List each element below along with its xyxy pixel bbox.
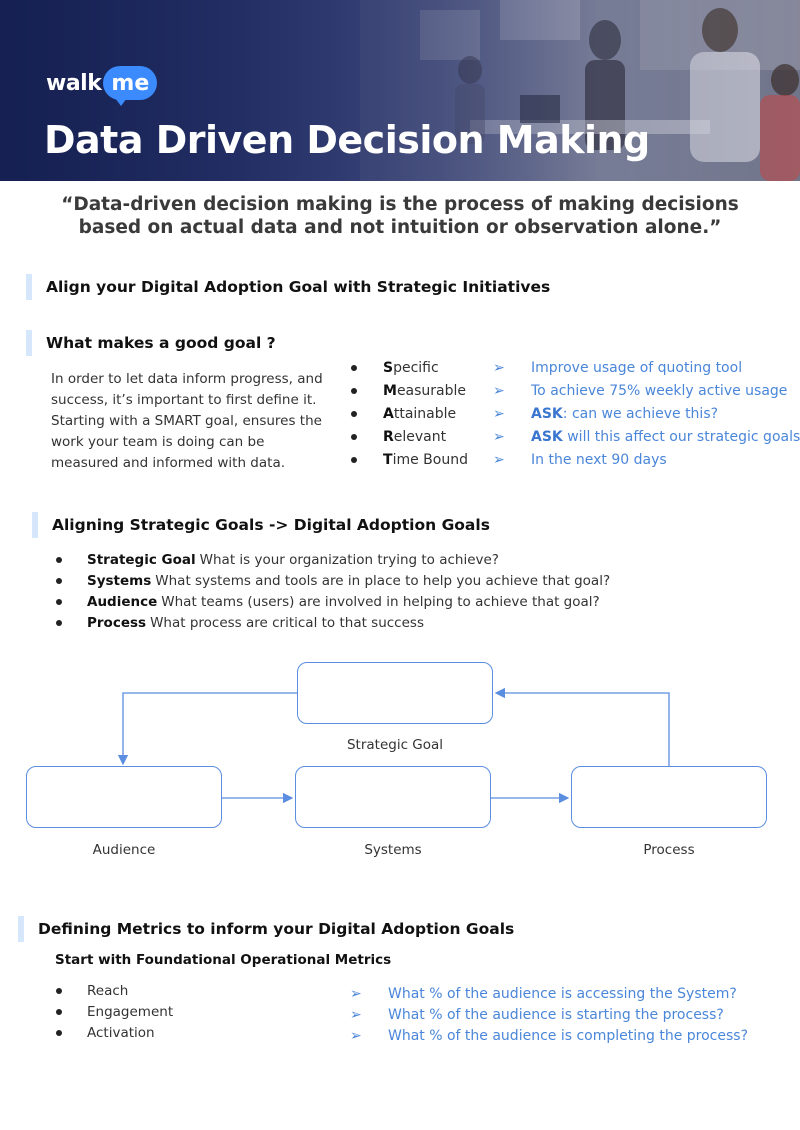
strategic-goal-label: Strategic Goal (346, 737, 444, 753)
smart-description: ASK: can we achieve this? (531, 405, 719, 422)
smart-term: Specific (383, 359, 439, 376)
smart-description: ASK will this affect our strategic goals… (531, 428, 800, 445)
bullet (351, 433, 357, 440)
header-banner: walk me Data Driven Decision Making (0, 0, 800, 181)
section-title: What makes a good goal ? (46, 334, 276, 352)
heading-accent-bar (32, 512, 38, 538)
smart-row: Relevant ➢ ASK will this affect our stra… (348, 425, 800, 448)
heading-accent-bar (26, 274, 32, 300)
arrow-icon: ➢ (493, 405, 505, 422)
heading-accent-bar (18, 916, 24, 942)
arrow-icon: ➢ (493, 382, 505, 399)
bullet (56, 556, 62, 563)
walkme-logo: walk me (46, 66, 158, 106)
metric-question: What % of the audience is completing the… (388, 1027, 749, 1044)
list-item: ➢ What % of the audience is starting the… (350, 1004, 748, 1025)
list-item: Strategic Goal What is your organization… (56, 549, 610, 570)
connector-process-to-goal (494, 687, 670, 766)
process-box (571, 766, 767, 828)
section-heading-goal: What makes a good goal ? (26, 330, 276, 356)
bullet (56, 577, 62, 584)
arrow-icon: ➢ (350, 985, 362, 1002)
heading-accent-bar (26, 330, 32, 356)
list-item: ➢ What % of the audience is accessing th… (350, 983, 748, 1004)
list-item: Process What process are critical to tha… (56, 612, 610, 633)
section-heading-aligning: Aligning Strategic Goals -> Digital Adop… (32, 512, 490, 538)
section-title: Align your Digital Adoption Goal with St… (46, 278, 551, 296)
audience-label: Audience (92, 842, 156, 858)
smart-term: Relevant (383, 428, 447, 445)
list-item: Activation (56, 1022, 173, 1043)
metric-question: What % of the audience is accessing the … (388, 985, 737, 1002)
bullet (351, 410, 357, 417)
section-title: Defining Metrics to inform your Digital … (38, 920, 515, 938)
metrics-subheading: Start with Foundational Operational Metr… (55, 952, 392, 968)
smart-description: In the next 90 days (531, 451, 667, 468)
smart-term: Attainable (383, 405, 457, 422)
metric-questions-list: ➢ What % of the audience is accessing th… (350, 983, 748, 1046)
smart-description: To achieve 75% weekly active usage (531, 382, 788, 399)
metric-question: What % of the audience is starting the p… (388, 1006, 724, 1023)
bullet (56, 1008, 62, 1015)
bullet (351, 456, 357, 463)
arrow-icon: ➢ (350, 1027, 362, 1044)
logo-bubble: me (103, 66, 158, 106)
list-item: Reach (56, 980, 173, 1001)
section-heading-metrics: Defining Metrics to inform your Digital … (18, 916, 514, 942)
systems-box (295, 766, 491, 828)
definition-quote: “Data-driven decision making is the proc… (61, 194, 739, 238)
smart-list: Specific ➢ Improve usage of quoting tool… (348, 356, 800, 471)
list-term: Audience (87, 593, 158, 610)
audience-box (26, 766, 222, 828)
smart-row: Time Bound ➢ In the next 90 days (348, 448, 800, 471)
bullet (56, 987, 62, 994)
alignment-diagram: Strategic Goal Audience Systems Process (0, 650, 800, 870)
bullet (351, 364, 357, 371)
logo-me-text: me (111, 70, 150, 96)
smart-term: Time Bound (383, 451, 468, 468)
smart-row: Specific ➢ Improve usage of quoting tool (348, 356, 800, 379)
list-item: ➢ What % of the audience is completing t… (350, 1025, 748, 1046)
strategic-goal-box (297, 662, 493, 724)
list-text: What systems and tools are in place to h… (155, 572, 611, 589)
smart-description: Improve usage of quoting tool (531, 359, 743, 376)
diagram-connectors (117, 687, 670, 804)
arrow-icon: ➢ (493, 359, 505, 376)
arrow-icon: ➢ (493, 428, 505, 445)
smart-row: Measurable ➢ To achieve 75% weekly activ… (348, 379, 800, 402)
logo-walk-text: walk (46, 70, 102, 96)
list-item: Audience What teams (users) are involved… (56, 591, 610, 612)
systems-label: Systems (364, 842, 422, 858)
section-title: Aligning Strategic Goals -> Digital Adop… (52, 516, 490, 534)
metric-name: Activation (87, 1024, 155, 1041)
list-item: Systems What systems and tools are in pl… (56, 570, 610, 591)
section-heading-align: Align your Digital Adoption Goal with St… (26, 274, 550, 300)
list-text: What teams (users) are involved in helpi… (161, 593, 600, 610)
bullet (56, 598, 62, 605)
goal-alignment-list: Strategic Goal What is your organization… (56, 549, 610, 633)
metrics-list: Reach Engagement Activation (56, 980, 173, 1043)
list-term: Process (87, 614, 147, 631)
list-item: Engagement (56, 1001, 173, 1022)
bullet (56, 619, 62, 626)
bullet (351, 387, 357, 394)
metric-name: Reach (87, 982, 129, 999)
metric-name: Engagement (87, 1003, 174, 1020)
list-term: Systems (87, 572, 152, 589)
smart-term: Measurable (383, 382, 467, 399)
process-label: Process (643, 842, 695, 858)
arrow-icon: ➢ (350, 1006, 362, 1023)
list-term: Strategic Goal (87, 551, 196, 568)
bullet (56, 1029, 62, 1036)
list-text: What process are critical to that succes… (150, 614, 424, 631)
smart-row: Attainable ➢ ASK: can we achieve this? (348, 402, 800, 425)
goal-description: In order to let data inform progress, an… (51, 371, 323, 471)
list-text: What is your organization trying to achi… (199, 551, 499, 568)
arrow-icon: ➢ (493, 451, 505, 468)
connector-goal-to-audience (117, 692, 297, 766)
page-title: Data Driven Decision Making (44, 118, 650, 162)
